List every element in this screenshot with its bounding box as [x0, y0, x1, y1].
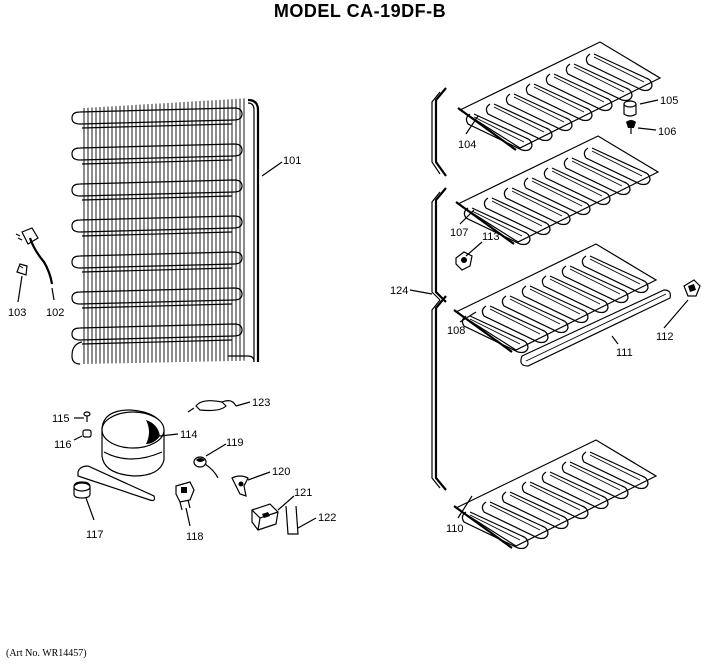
compressor — [77, 409, 165, 502]
terminal-cover-part — [251, 503, 279, 531]
shelf-frame — [431, 87, 447, 491]
callout-107: 107 — [450, 227, 468, 239]
condenser-coil — [71, 98, 260, 365]
callout-118: 118 — [186, 531, 204, 543]
callout-101: 101 — [283, 155, 301, 167]
shelf-110 — [453, 439, 658, 550]
end-cap-part — [683, 279, 701, 297]
callout-122: 122 — [318, 512, 336, 524]
clip-part — [231, 475, 249, 497]
shelf-rod-part — [520, 289, 671, 367]
callout-102: 102 — [46, 307, 64, 319]
callout-117: 117 — [86, 529, 104, 541]
relay-part — [175, 481, 195, 511]
callout-104: 104 — [458, 139, 476, 151]
callout-106: 106 — [658, 126, 676, 138]
callout-121: 121 — [294, 487, 312, 499]
power-cord-part — [15, 227, 54, 285]
callout-111: 111 — [616, 347, 633, 359]
callout-123: 123 — [252, 397, 270, 409]
shelf-108 — [453, 243, 658, 354]
callout-113: 113 — [482, 231, 500, 243]
callout-120: 120 — [272, 466, 290, 478]
thermostat-part — [455, 251, 473, 271]
screw-part — [83, 411, 91, 422]
grommet-part — [82, 429, 92, 438]
overload-part — [193, 456, 219, 479]
callout-108: 108 — [447, 325, 465, 337]
shelf-104 — [457, 41, 662, 152]
art-number: (Art No. WR14457) — [6, 648, 87, 659]
callout-114: 114 — [180, 429, 198, 441]
leader-lines — [17, 99, 689, 529]
drier-part — [187, 400, 237, 413]
callout-124: 124 — [390, 285, 408, 297]
shelf-107 — [455, 135, 660, 246]
callout-115: 115 — [52, 413, 70, 425]
plug-part — [16, 263, 28, 276]
page-title: MODEL CA-19DF-B — [273, 1, 447, 21]
mount-part — [73, 481, 91, 499]
callout-119: 119 — [226, 437, 244, 449]
pin-part — [626, 120, 636, 134]
bracket-part — [285, 505, 299, 535]
cap-part — [623, 100, 637, 117]
callout-110: 110 — [446, 523, 464, 535]
callout-103: 103 — [8, 307, 26, 319]
callout-116: 116 — [54, 439, 72, 451]
callout-105: 105 — [660, 95, 678, 107]
callout-112: 112 — [656, 331, 674, 343]
